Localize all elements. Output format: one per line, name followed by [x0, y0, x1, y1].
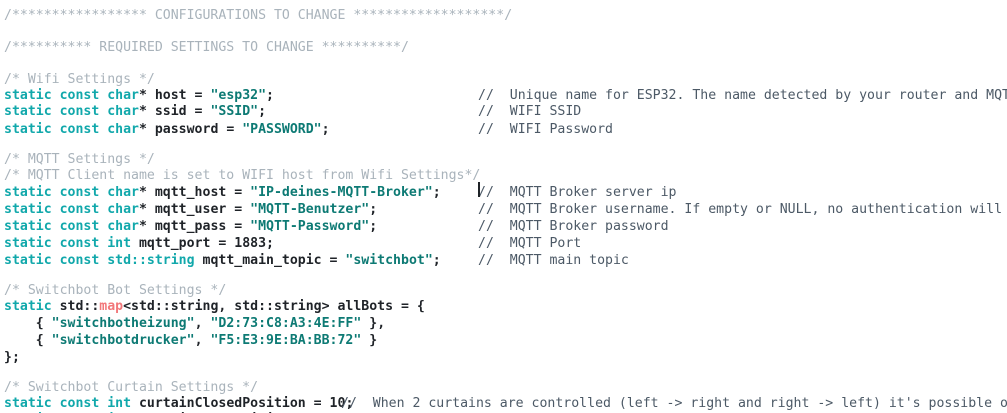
code-token: static const char — [4, 202, 139, 217]
code-token: }, — [361, 316, 386, 331]
code-token: "PASSWORD" — [242, 122, 322, 137]
code-line[interactable]: /* Wifi Settings */ — [4, 72, 155, 88]
code-token: /* Switchbot Curtain Settings */ — [4, 380, 259, 395]
code-token: "IP-deines-MQTT-Broker" — [250, 185, 433, 200]
code-token: * password = — [138, 122, 243, 137]
code-token: /* Switchbot Bot Settings */ — [4, 283, 227, 298]
code-token: "switchbot" — [345, 253, 433, 268]
code-token: ; — [345, 396, 354, 411]
code-token: ; — [369, 202, 378, 217]
line-comment: // MQTT main topic — [478, 253, 629, 268]
code-token: "MQTT-Benutzer" — [250, 202, 370, 217]
code-token: mqtt_main_topic = — [194, 253, 346, 268]
code-line[interactable]: static const char* mqtt_user = "MQTT-Ben… — [4, 202, 377, 218]
code-token: ; — [321, 122, 330, 137]
code-token: /* MQTT Client name is set to WIFI host … — [4, 168, 481, 183]
code-token: curtainClosedPosition = — [131, 396, 330, 411]
code-token: , — [194, 333, 211, 348]
code-token: <std::string, std::string> allBots = { — [123, 299, 425, 314]
code-token: * mqtt_host = — [138, 185, 251, 200]
code-line[interactable]: { "switchbotdrucker", "F5:E3:9E:BA:BB:72… — [4, 333, 377, 349]
code-line[interactable]: { "switchbotheizung", "D2:73:C8:A3:4E:FF… — [4, 316, 385, 332]
code-token: "switchbotdrucker" — [51, 333, 195, 348]
code-token: /* MQTT Settings */ — [4, 152, 155, 167]
code-token: * host = — [138, 88, 211, 103]
code-token: ; — [432, 185, 441, 200]
code-token: "SSID" — [210, 104, 259, 119]
code-token: ; — [369, 219, 378, 234]
code-line[interactable]: /* MQTT Client name is set to WIFI host … — [4, 168, 480, 184]
code-token: static const char — [4, 185, 139, 200]
code-token: static const int — [4, 236, 132, 251]
code-token: * ssid = — [138, 104, 211, 119]
code-line[interactable]: static const int curtainClosedPosition =… — [4, 396, 353, 412]
code-token: /* Wifi Settings */ — [4, 72, 155, 87]
line-comment: // MQTT Broker password — [478, 219, 669, 234]
code-line[interactable]: static std::map<std::string, std::string… — [4, 299, 425, 315]
code-token: } — [361, 333, 378, 348]
code-token: static const std::string — [4, 253, 195, 268]
code-token: "F5:E3:9E:BA:BB:72" — [210, 333, 362, 348]
code-token: mqtt_port = — [131, 236, 235, 251]
code-token: "D2:73:C8:A3:4E:FF" — [210, 316, 362, 331]
line-comment: // MQTT Broker server ip — [478, 185, 677, 200]
code-token: ; — [258, 104, 267, 119]
code-token: "switchbotheizung" — [51, 316, 195, 331]
code-line[interactable]: static const std::string mqtt_main_topic… — [4, 253, 441, 269]
code-line[interactable]: static const char* host = "esp32"; — [4, 88, 274, 104]
code-token: static const char — [4, 122, 139, 137]
code-token: { — [4, 316, 52, 331]
code-line[interactable]: /********** REQUIRED SETTINGS TO CHANGE … — [4, 40, 409, 56]
text-caret — [478, 182, 480, 197]
code-line[interactable]: static const char* mqtt_host = "IP-deine… — [4, 185, 441, 201]
code-token: ; — [266, 88, 274, 103]
code-line[interactable]: }; — [4, 350, 20, 366]
code-token: /***************** CONFIGURATIONS TO CHA… — [4, 8, 513, 23]
code-token: static const char — [4, 219, 139, 234]
code-token: static const char — [4, 88, 139, 103]
code-line[interactable]: static const char* password = "PASSWORD"… — [4, 122, 330, 138]
code-token: static const int — [4, 396, 132, 411]
code-token: 10 — [329, 396, 346, 411]
code-line[interactable]: /***************** CONFIGURATIONS TO CHA… — [4, 8, 512, 24]
code-line[interactable]: static const char* mqtt_pass = "MQTT-Pas… — [4, 219, 377, 235]
code-line[interactable]: static const char* ssid = "SSID"; — [4, 104, 266, 120]
code-token: { — [4, 333, 52, 348]
code-token: "esp32" — [210, 88, 267, 103]
code-token: ; — [432, 253, 441, 268]
code-token: std:: — [51, 299, 100, 314]
code-token: * mqtt_user = — [138, 202, 251, 217]
line-comment: // Unique name for ESP32. The name detec… — [478, 88, 1007, 103]
code-token: "MQTT-Password" — [250, 219, 370, 234]
code-token: , — [194, 316, 211, 331]
line-comment: // MQTT Port — [478, 236, 582, 251]
code-token: static — [4, 299, 52, 314]
code-token: }; — [4, 350, 20, 365]
line-comment: // MQTT Broker username. If empty or NUL… — [478, 202, 1007, 217]
code-line[interactable]: /* Switchbot Bot Settings */ — [4, 283, 226, 299]
code-line[interactable]: /* Switchbot Curtain Settings */ — [4, 380, 258, 396]
code-line[interactable]: static const int mqtt_port = 1883; — [4, 236, 274, 252]
code-token: ; — [266, 236, 274, 251]
code-token: * mqtt_pass = — [138, 219, 251, 234]
code-token: map — [99, 299, 124, 314]
inline-comment: // When 2 curtains are controlled (left … — [341, 396, 1007, 411]
line-comment: // WIFI Password — [478, 122, 613, 137]
code-token: 1883 — [234, 236, 267, 251]
line-comment: // WIFI SSID — [478, 104, 582, 119]
code-token: /********** REQUIRED SETTINGS TO CHANGE … — [4, 40, 409, 55]
code-line[interactable]: /* MQTT Settings */ — [4, 152, 155, 168]
code-token: static const char — [4, 104, 139, 119]
